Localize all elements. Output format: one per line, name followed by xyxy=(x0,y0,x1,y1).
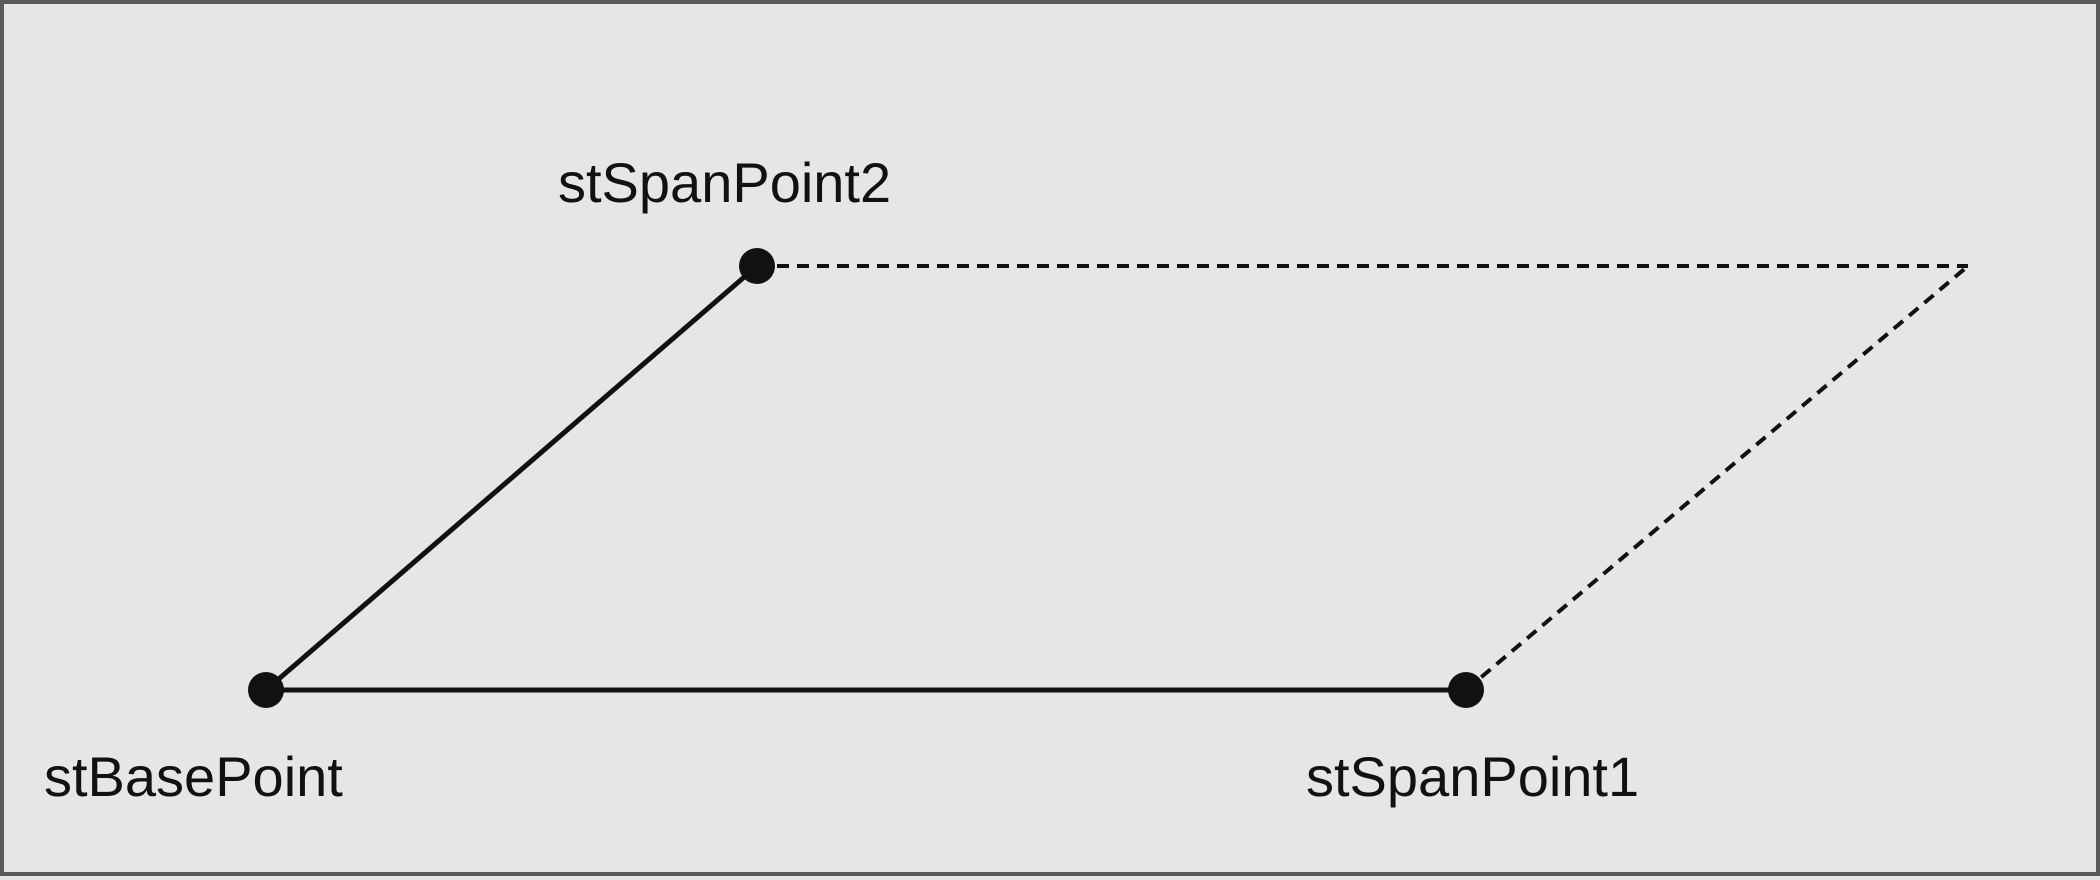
span-point2-marker xyxy=(739,248,775,284)
dashed-edge-span1-to-corner xyxy=(1464,264,1970,692)
span-point1-label: stSpanPoint1 xyxy=(1306,745,1639,808)
base-point-marker xyxy=(248,672,284,708)
span-point2-label: stSpanPoint2 xyxy=(558,151,891,214)
base-point-label: stBasePoint xyxy=(44,745,343,808)
parallelogram-diagram: stBasePoint stSpanPoint1 stSpanPoint2 xyxy=(44,151,1970,808)
span-point1-marker xyxy=(1448,672,1484,708)
edge-base-to-span2 xyxy=(264,264,759,692)
